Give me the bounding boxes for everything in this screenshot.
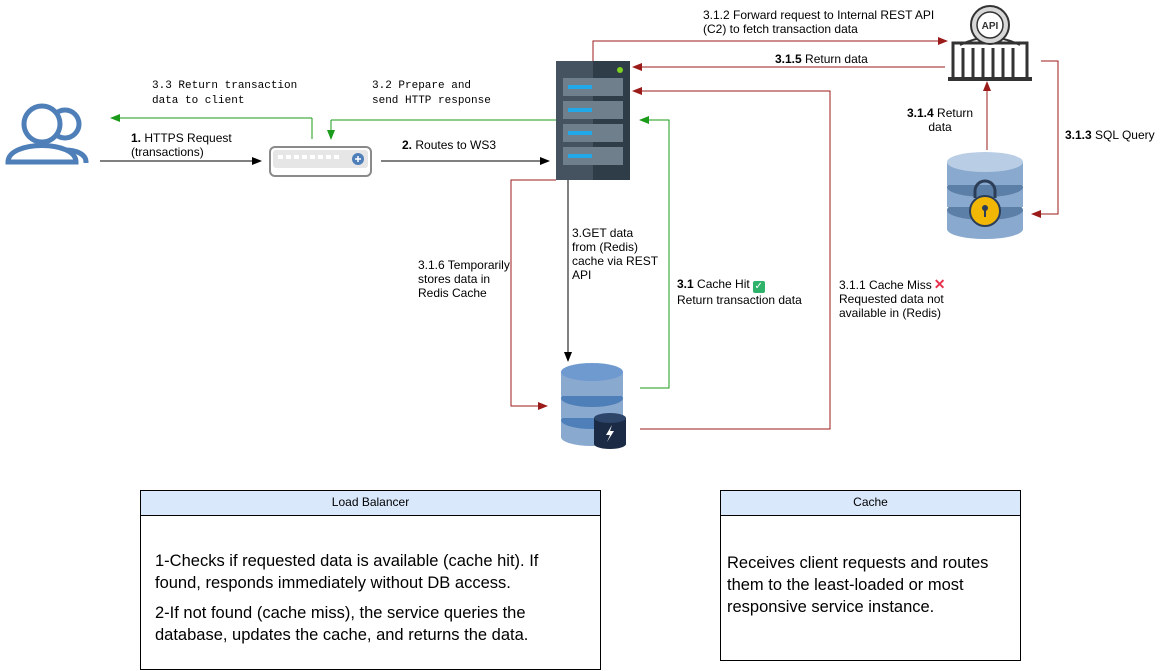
label-return-to-client: 3.3 Return transaction data to client (152, 80, 298, 107)
cache-box-body: Receives client requests and routes them… (721, 516, 1020, 618)
arrow-cache-miss (632, 87, 831, 430)
label-cache-miss: 3.1.1 Cache Miss✕Requested data not avai… (839, 276, 946, 320)
label-cache-hit: 3.1 Cache Hit✓Return transaction data (677, 277, 802, 307)
load-balancer-box-body: 1-Checks if requested data is available … (141, 516, 600, 646)
arrow-prepare-response (327, 119, 556, 140)
load-balancer-icon (269, 146, 372, 177)
arrow-temp-store (510, 179, 556, 410)
arrow-return-to-client (110, 114, 313, 139)
cache-paragraph-1: Receives client requests and routes them… (727, 554, 989, 616)
cache-box-title: Cache (721, 491, 1020, 516)
label-get-data: 3.GET data from (Redis) cache via REST A… (572, 226, 659, 282)
users-icon (5, 103, 89, 165)
arrow-cache-hit (639, 116, 670, 389)
server-icon (556, 61, 630, 180)
check-icon: ✓ (752, 281, 765, 293)
load-balancer-paragraph-2: 2-If not found (cache miss), the service… (155, 604, 529, 644)
cross-icon: ✕ (933, 276, 946, 292)
label-return-data: 3.1.5 Return data (775, 52, 868, 66)
load-balancer-paragraph-1: 1-Checks if requested data is available … (155, 552, 539, 592)
redis-cache-icon (561, 363, 626, 449)
api-icon-text: API (982, 21, 999, 32)
arrow-forward-request (592, 37, 948, 61)
label-temp-store: 3.1.6 Temporarily stores data in Redis C… (418, 258, 510, 300)
label-routes-to-ws3: 2. Routes to WS3 (402, 138, 497, 152)
label-forward-request: 3.1.2 Forward request to Internal REST A… (703, 8, 935, 36)
load-balancer-box: Load Balancer 1-Checks if requested data… (140, 490, 601, 670)
api-gateway-icon: API (948, 5, 1032, 81)
arrow-sql-query (1031, 60, 1059, 218)
label-sql-query: 3.1.3 SQL Query (1065, 128, 1155, 142)
label-db-return-data: 3.1.4 Return data (907, 106, 974, 134)
load-balancer-box-title: Load Balancer (141, 491, 600, 516)
secure-database-icon (947, 152, 1023, 239)
label-prepare-response: 3.2 Prepare and send HTTP response (372, 80, 491, 107)
label-https-request: 1. HTTPS Request (transactions) (131, 131, 232, 159)
cache-box: Cache Receives client requests and route… (720, 490, 1021, 661)
